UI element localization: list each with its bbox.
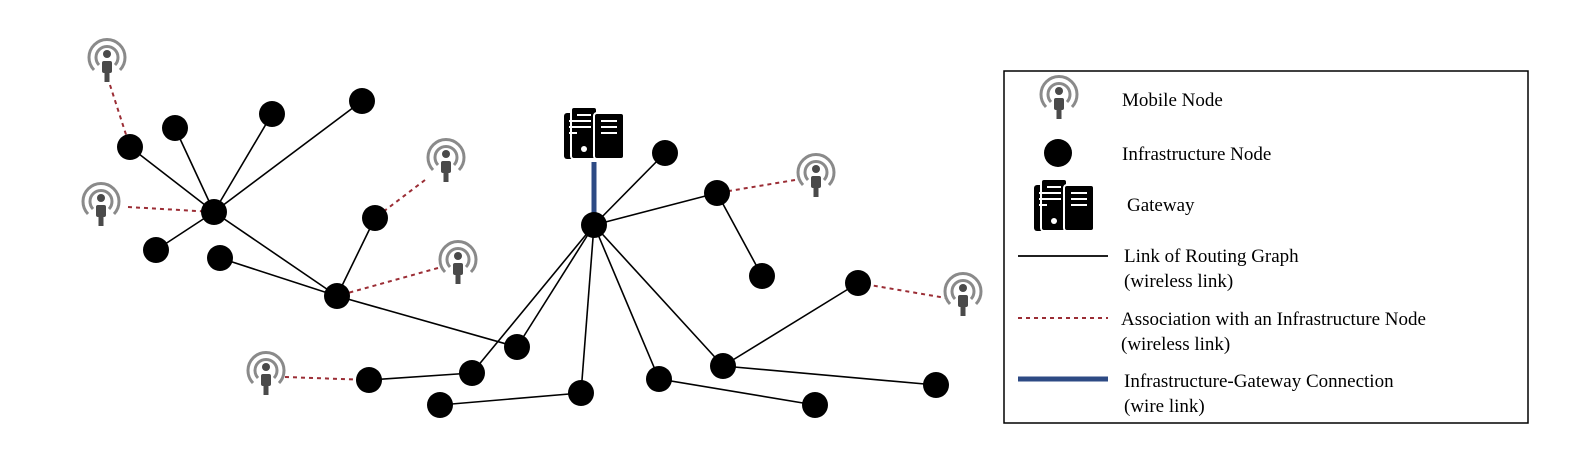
infrastructure-node (201, 199, 227, 225)
legend-gateway-icon (1033, 178, 1095, 232)
legend-mobile-label: Mobile Node (1122, 90, 1223, 111)
routing-link (174, 127, 215, 213)
infrastructure-node (923, 372, 949, 398)
association-link (284, 376, 370, 381)
association-link (857, 282, 947, 299)
mobile-node-icon (796, 153, 836, 199)
legend-association-label-2: (wireless link) (1121, 334, 1230, 355)
legend-box (1003, 70, 1529, 424)
infrastructure-node (117, 134, 143, 160)
infrastructure-node (324, 283, 350, 309)
routing-link (593, 192, 718, 226)
infrastructure-node (646, 366, 672, 392)
routing-link (213, 100, 363, 213)
mobile-node-icon (87, 38, 127, 84)
infrastructure-node (427, 392, 453, 418)
infrastructure-node (581, 212, 607, 238)
legend-routing-label-1: Link of Routing Graph (1124, 246, 1299, 267)
routing-link (658, 378, 816, 406)
infrastructure-node (704, 180, 730, 206)
infrastructure-node (749, 263, 775, 289)
routing-link (439, 392, 582, 406)
routing-link (336, 295, 518, 348)
infrastructure-node (504, 334, 530, 360)
routing-link (368, 372, 473, 381)
routing-link (213, 113, 273, 213)
legend-gateway-label: Gateway (1127, 195, 1195, 216)
mobile-node-icon (438, 240, 478, 286)
routing-link (593, 224, 724, 367)
legend-routing-label-2: (wireless link) (1124, 271, 1233, 292)
legend-gateway-link-label-1: Infrastructure-Gateway Connection (1124, 371, 1394, 392)
routing-link (471, 224, 595, 374)
legend-infrastructure-icon (1044, 139, 1072, 167)
mobile-node-icon (246, 351, 286, 397)
association-link (127, 206, 215, 213)
association-link (109, 84, 131, 148)
routing-link (722, 365, 937, 386)
infrastructure-node (362, 205, 388, 231)
infrastructure-node (162, 115, 188, 141)
association-link (716, 179, 796, 194)
routing-link (722, 282, 859, 367)
routing-link (129, 146, 215, 213)
routing-link (716, 192, 763, 277)
infrastructure-node (349, 88, 375, 114)
infrastructure-node (802, 392, 828, 418)
association-links (109, 84, 947, 381)
gateway-server-icon (563, 106, 625, 160)
routing-link (593, 152, 666, 226)
legend-gateway-link-label-2: (wire link) (1124, 396, 1205, 417)
infrastructure-nodes (117, 88, 949, 418)
legend-association-label-1: Association with an Infrastructure Node (1121, 309, 1426, 330)
infrastructure-node (459, 360, 485, 386)
association-link (374, 179, 426, 219)
routing-link (580, 224, 595, 394)
legend: Mobile Node Infrastructure Node Gateway … (1003, 70, 1529, 424)
infrastructure-node (356, 367, 382, 393)
routing-link (336, 217, 376, 297)
infrastructure-node (568, 380, 594, 406)
infrastructure-node (207, 245, 233, 271)
infrastructure-node (259, 101, 285, 127)
infrastructure-node (845, 270, 871, 296)
infrastructure-node (710, 353, 736, 379)
mobile-node-icon (943, 272, 983, 318)
routing-link (213, 211, 338, 297)
legend-infrastructure-label: Infrastructure Node (1122, 144, 1271, 165)
mobile-node-icon (81, 182, 121, 228)
infrastructure-node (652, 140, 678, 166)
routing-link (516, 224, 595, 348)
routing-link (219, 257, 338, 297)
association-link (336, 267, 439, 297)
infrastructure-node (143, 237, 169, 263)
routing-link (593, 224, 660, 380)
mobile-node-icon (426, 138, 466, 184)
